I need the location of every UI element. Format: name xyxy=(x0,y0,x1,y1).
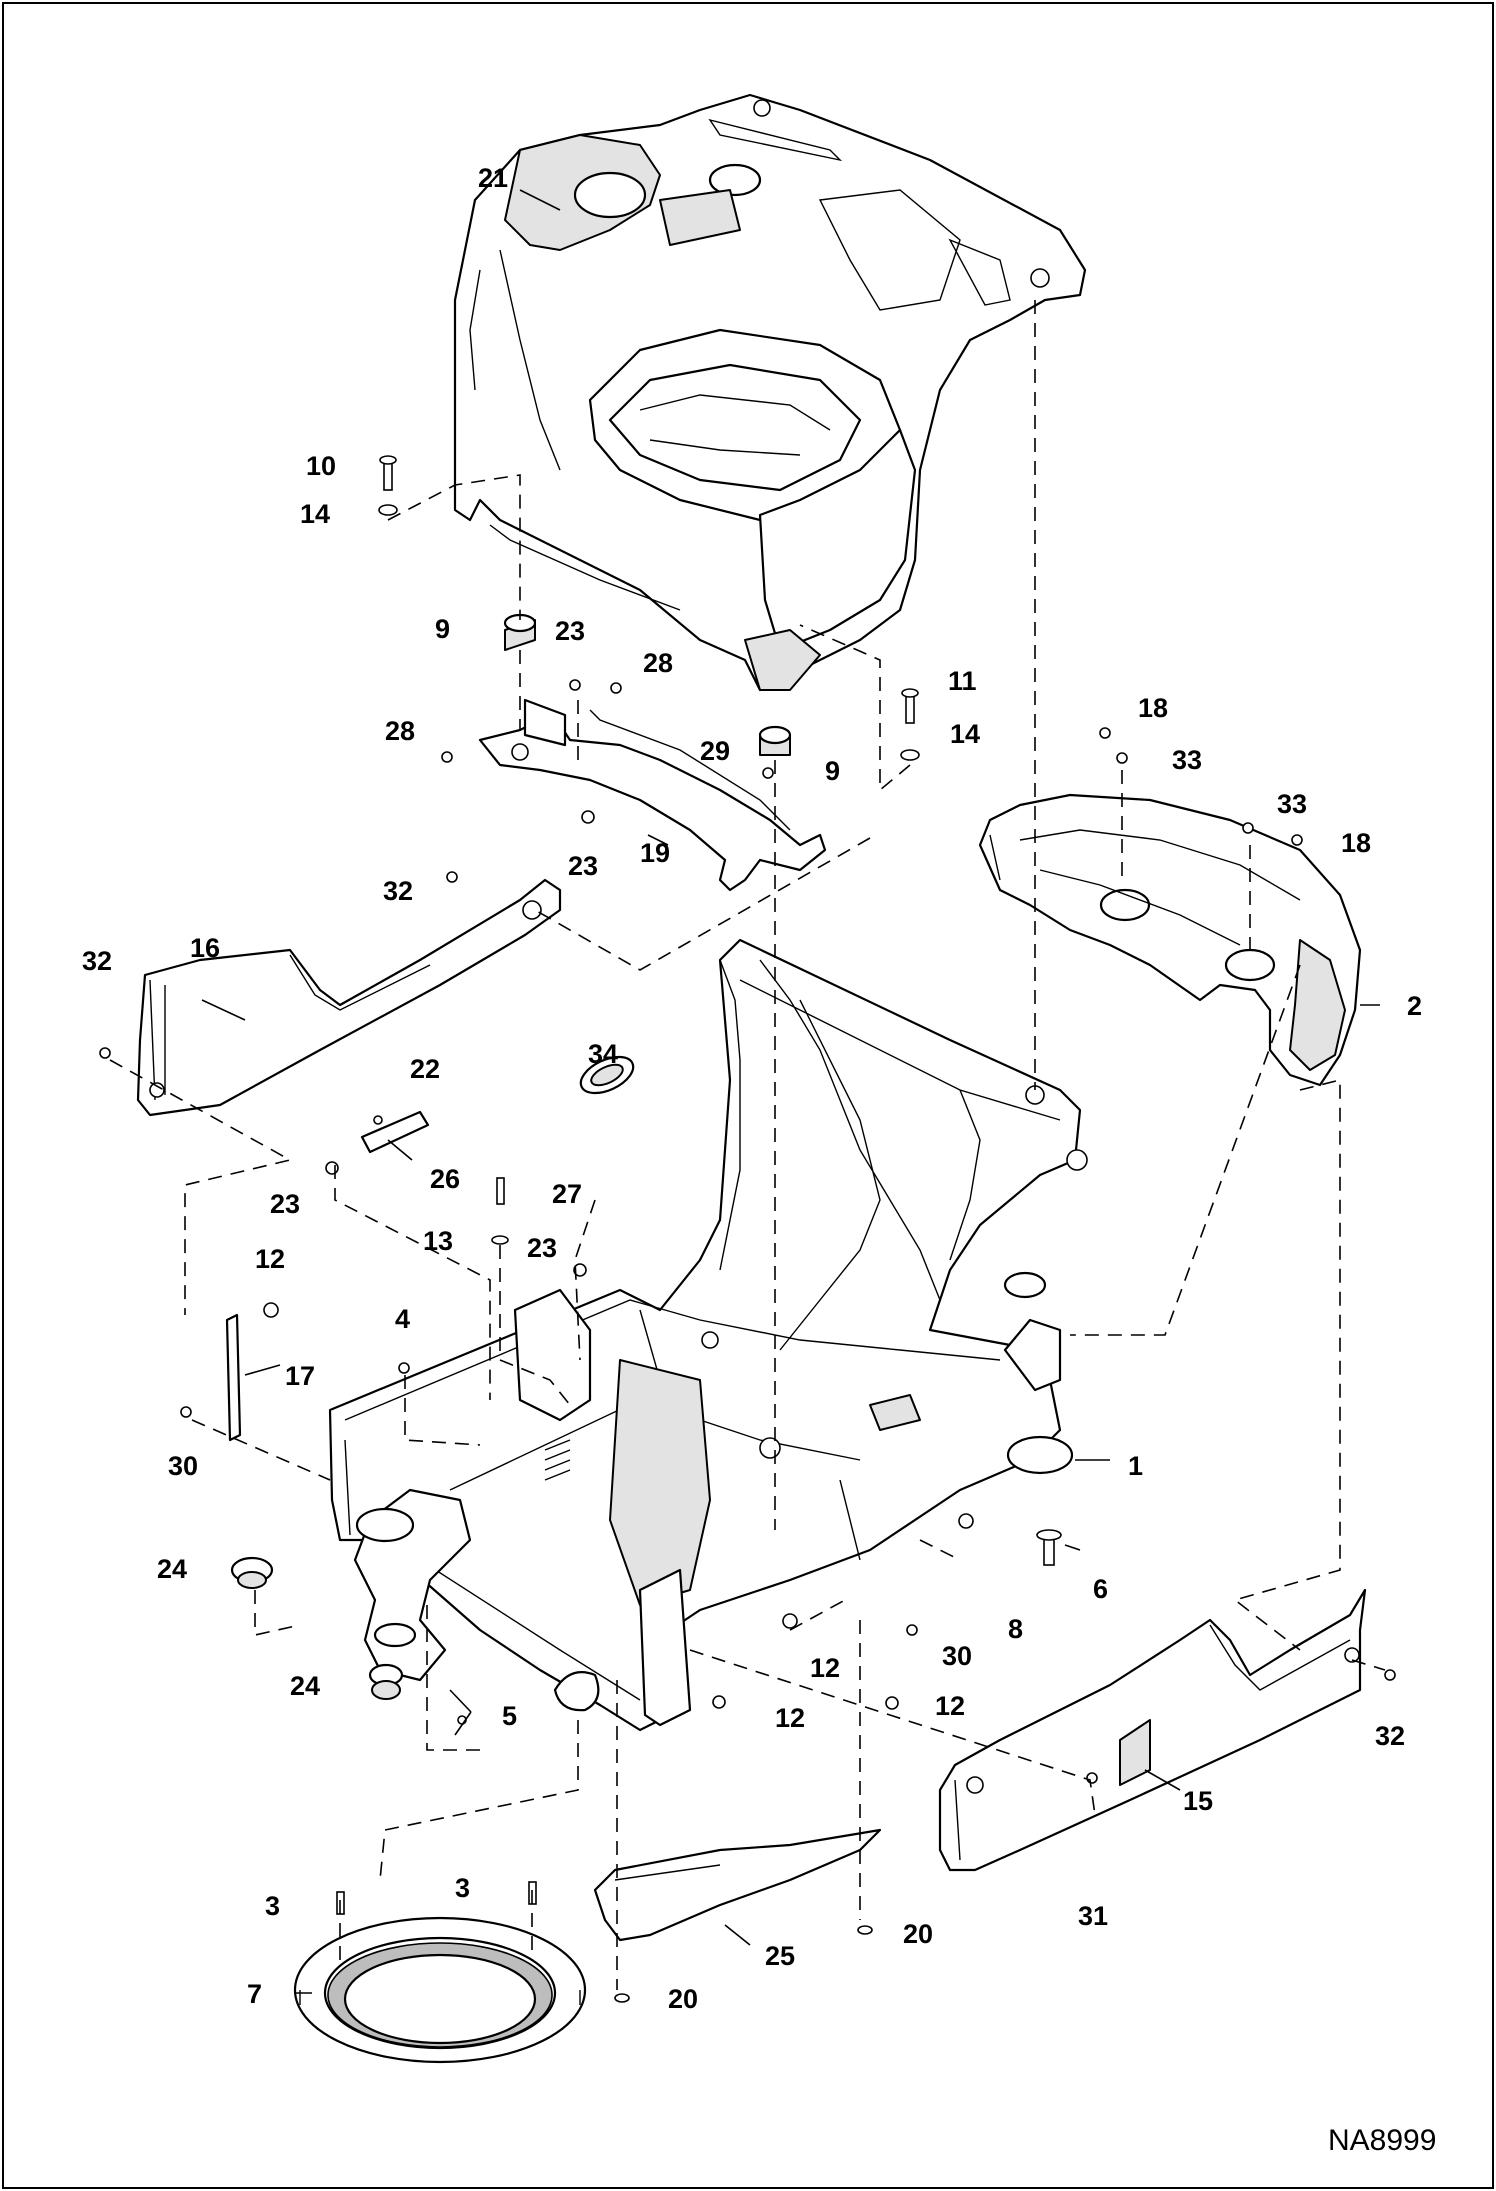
part-1-main-frame xyxy=(328,938,1088,1732)
callout-20b: 20 xyxy=(668,1984,698,2014)
part-25-bottom-cover-plate xyxy=(593,1828,882,1942)
callout-9a: 9 xyxy=(435,614,450,644)
part-7-swing-bearing xyxy=(293,1916,587,2064)
callout-11: 11 xyxy=(948,666,977,696)
part-2-rear-side-cover xyxy=(978,793,1362,1087)
assembly-dashed-lines xyxy=(109,300,1386,1990)
callout-21: 21 xyxy=(478,163,508,193)
callout-30b: 30 xyxy=(942,1641,972,1671)
callout-32a: 32 xyxy=(383,876,413,906)
callout-23c: 23 xyxy=(270,1189,300,1219)
callout-3b: 3 xyxy=(455,1873,470,1903)
callout-30a: 30 xyxy=(168,1451,198,1481)
callout-20a: 20 xyxy=(903,1919,933,1949)
part-16-left-side-panel xyxy=(136,878,562,1117)
callout-24b: 24 xyxy=(290,1671,320,1701)
callout-19: 19 xyxy=(640,838,670,868)
callout-14a: 14 xyxy=(300,499,330,529)
callout-2: 2 xyxy=(1407,991,1422,1021)
hardware-parts xyxy=(99,455,1396,2003)
callout-31: 31 xyxy=(1078,1901,1108,1931)
callout-29: 29 xyxy=(700,736,730,766)
callout-23b: 23 xyxy=(568,851,598,881)
callout-10: 10 xyxy=(306,451,336,481)
callout-12d: 12 xyxy=(935,1691,965,1721)
callout-9b: 9 xyxy=(825,756,840,786)
callout-22: 22 xyxy=(410,1054,440,1084)
callout-3a: 3 xyxy=(265,1891,280,1921)
callout-28b: 28 xyxy=(385,716,415,746)
callout-33a: 33 xyxy=(1172,745,1202,775)
callout-12c: 12 xyxy=(775,1703,805,1733)
leader-lines xyxy=(201,189,1380,1994)
callout-8: 8 xyxy=(1008,1614,1023,1644)
callout-labels: 21 10 14 9 23 28 11 18 14 28 29 9 33 33 … xyxy=(82,163,1422,2014)
callout-23d: 23 xyxy=(527,1233,557,1263)
callout-25: 25 xyxy=(765,1941,795,1971)
callout-26: 26 xyxy=(430,1164,460,1194)
callout-5: 5 xyxy=(502,1701,517,1731)
callout-15: 15 xyxy=(1183,1786,1213,1816)
callout-18a: 18 xyxy=(1138,693,1168,723)
callout-7: 7 xyxy=(247,1979,262,2009)
callout-32c: 32 xyxy=(1375,1721,1405,1751)
callout-33b: 33 xyxy=(1277,789,1307,819)
callout-24a: 24 xyxy=(157,1554,187,1584)
callout-1: 1 xyxy=(1128,1451,1143,1481)
callout-16: 16 xyxy=(190,933,220,963)
callout-14b: 14 xyxy=(950,719,980,749)
callout-18b: 18 xyxy=(1341,828,1371,858)
callout-6: 6 xyxy=(1093,1574,1108,1604)
callout-13: 13 xyxy=(423,1226,453,1256)
callout-12a: 12 xyxy=(255,1244,285,1274)
callout-34: 34 xyxy=(588,1039,618,1069)
callout-4: 4 xyxy=(395,1304,410,1334)
callout-12b: 12 xyxy=(810,1653,840,1683)
part-15-right-side-panel xyxy=(938,1588,1367,1872)
callout-23a: 23 xyxy=(555,616,585,646)
part-21-console-shell xyxy=(453,93,1087,692)
callout-27: 27 xyxy=(552,1179,582,1209)
callout-17: 17 xyxy=(285,1361,315,1391)
callout-28a: 28 xyxy=(643,648,673,678)
drawing-reference: NA8999 xyxy=(1328,2124,1436,2157)
callout-32b: 32 xyxy=(82,946,112,976)
part-19-support-bracket xyxy=(478,698,827,892)
